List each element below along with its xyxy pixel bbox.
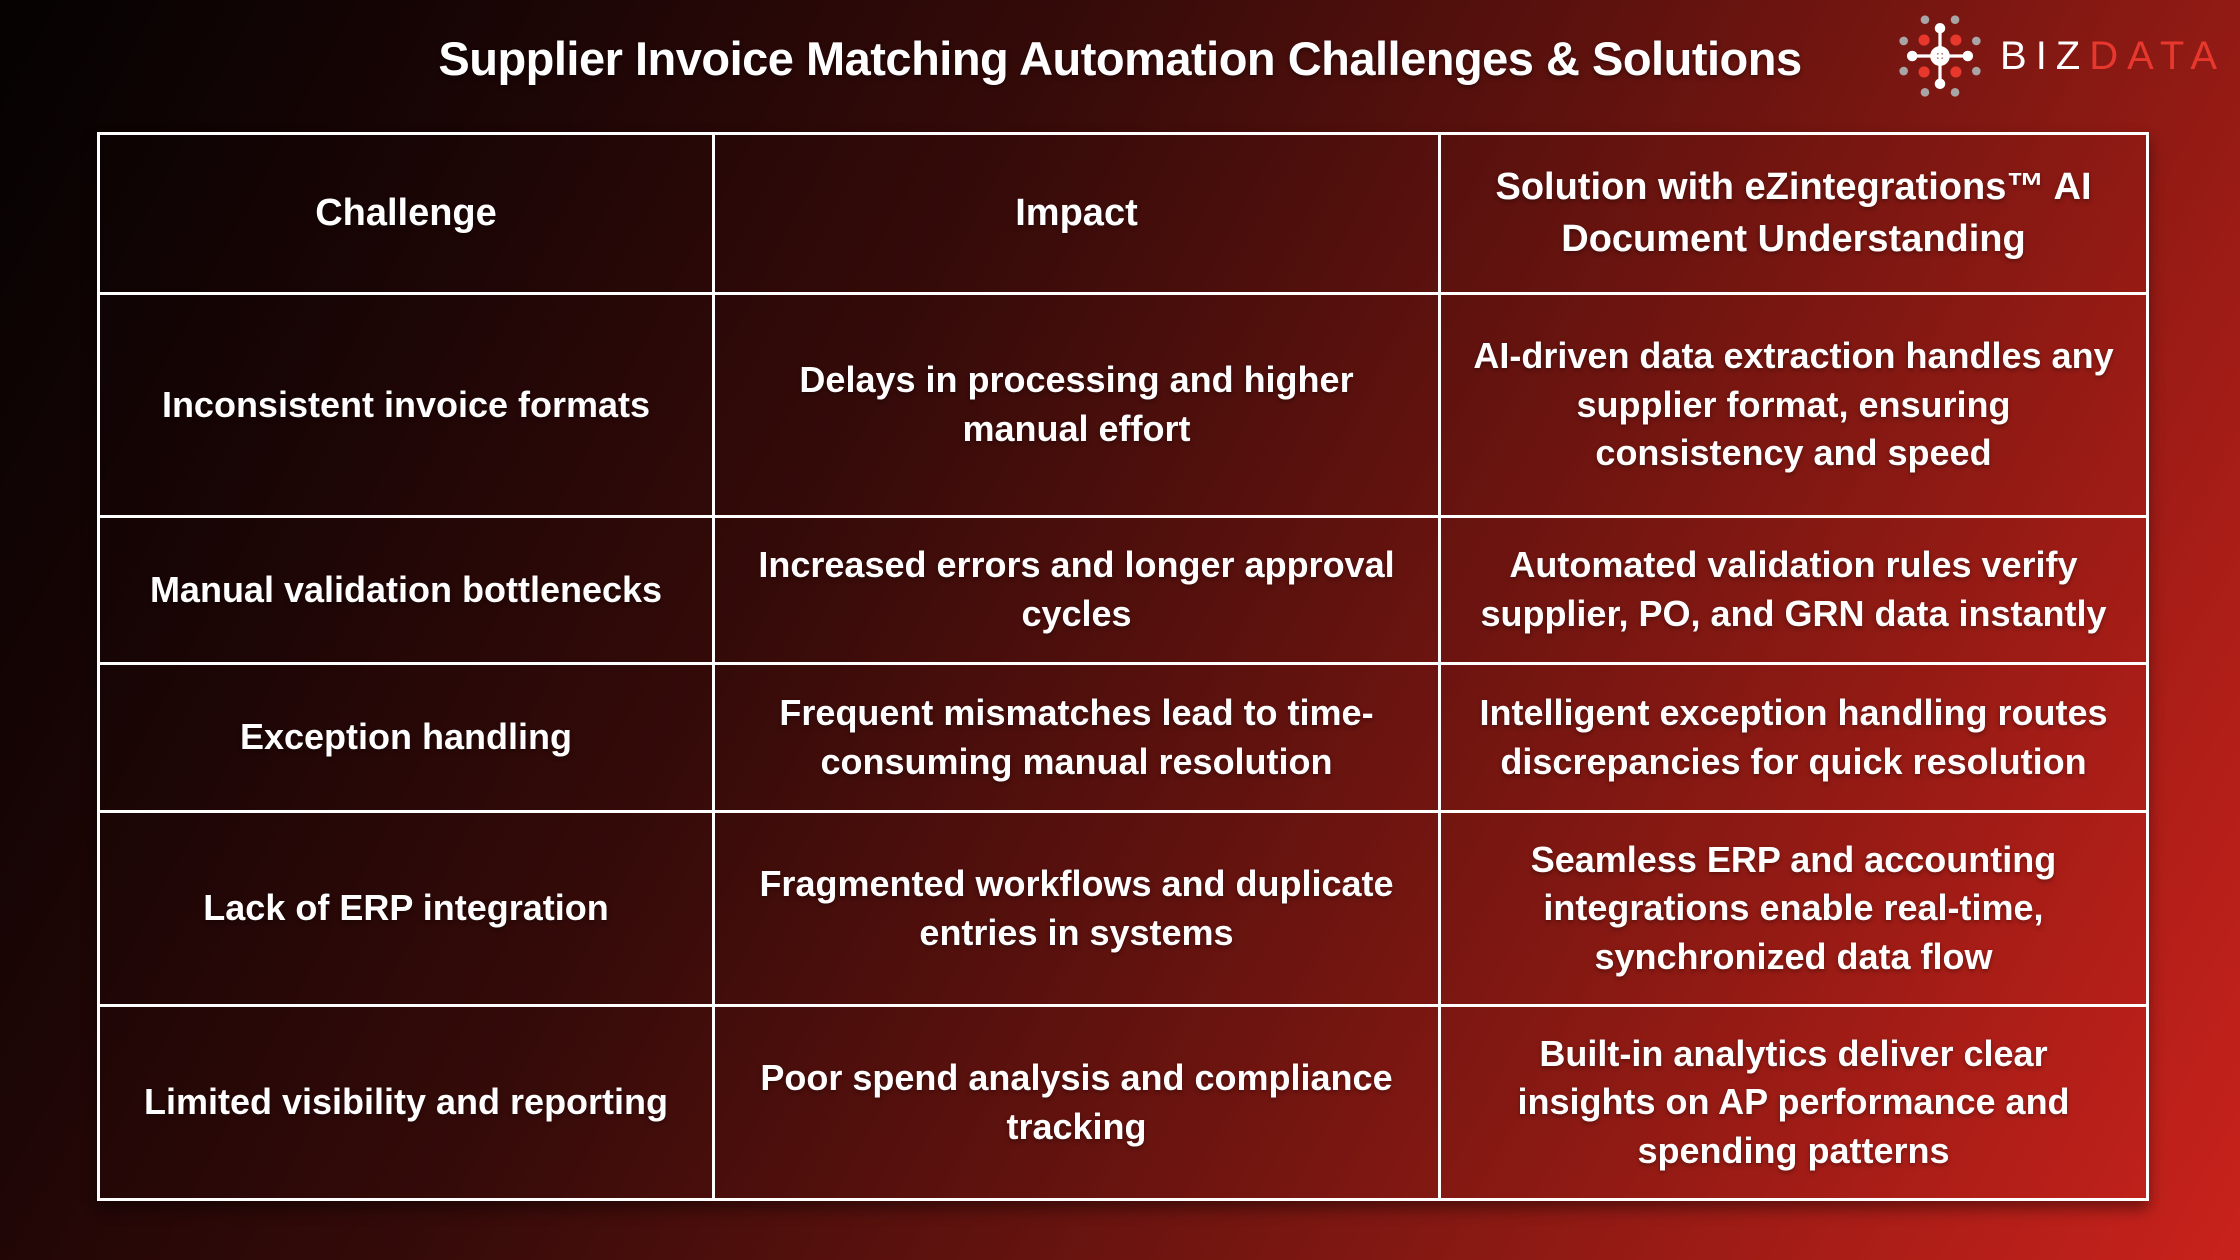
impact-cell: Increased errors and longer approval cyc… — [712, 515, 1441, 665]
header-solution: Solution with eZintegrations™ AI Documen… — [1438, 132, 2149, 295]
page-title: Supplier Invoice Matching Automation Cha… — [438, 32, 1802, 85]
table-header-row: Challenge Impact Solution with eZintegra… — [97, 132, 2149, 295]
solution-cell: Automated validation rules verify suppli… — [1438, 515, 2149, 665]
impact-cell: Delays in processing and higher manual e… — [712, 292, 1441, 518]
logo-wordmark: BIZDATA — [2000, 34, 2226, 79]
table-row: Inconsistent invoice formats Delays in p… — [97, 292, 2149, 518]
challenge-cell: Manual validation bottlenecks — [97, 515, 715, 665]
solution-cell: Built-in analytics deliver clear insight… — [1438, 1004, 2149, 1201]
solution-cell: Seamless ERP and accounting integrations… — [1438, 810, 2149, 1007]
header-challenge: Challenge — [97, 132, 715, 295]
challenge-cell: Exception handling — [97, 662, 715, 813]
table-row: Limited visibility and reporting Poor sp… — [97, 1004, 2149, 1201]
impact-cell: Poor spend analysis and compliance track… — [712, 1004, 1441, 1201]
impact-cell: Frequent mismatches lead to time-consumi… — [712, 662, 1441, 813]
challenge-cell: Limited visibility and reporting — [97, 1004, 715, 1201]
challenge-cell: Lack of ERP integration — [97, 810, 715, 1007]
solution-cell: Intelligent exception handling routes di… — [1438, 662, 2149, 813]
table-row: Lack of ERP integration Fragmented workf… — [97, 810, 2149, 1007]
header-impact: Impact — [712, 132, 1441, 295]
challenges-solutions-table: Challenge Impact Solution with eZintegra… — [97, 132, 2149, 1201]
bizdata-logo: BIZDATA — [1890, 10, 2226, 102]
table-row: Manual validation bottlenecks Increased … — [97, 515, 2149, 665]
table-row: Exception handling Frequent mismatches l… — [97, 662, 2149, 813]
impact-cell: Fragmented workflows and duplicate entri… — [712, 810, 1441, 1007]
solution-cell: AI-driven data extraction handles any su… — [1438, 292, 2149, 518]
logo-word-biz: BIZ — [2000, 33, 2090, 78]
logo-word-data: DATA — [2089, 33, 2226, 78]
network-hub-icon — [1899, 15, 1981, 97]
challenge-cell: Inconsistent invoice formats — [97, 292, 715, 518]
